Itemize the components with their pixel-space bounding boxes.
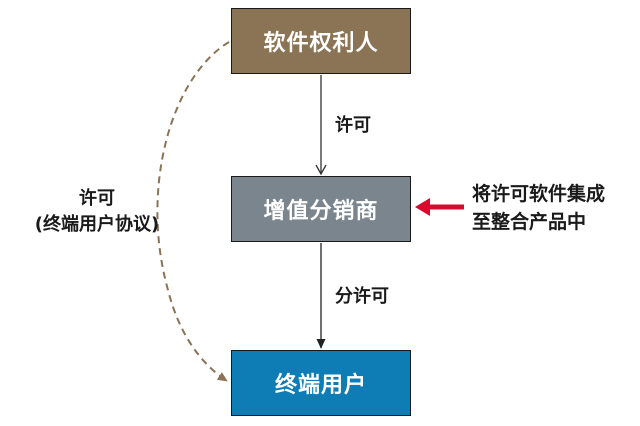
annotation-integration-line2: 至整合产品中	[472, 211, 587, 233]
node-end-user-label: 终端用户	[274, 373, 367, 398]
edge-label-license-eula: 许可 (终端用户协议)	[22, 186, 172, 238]
node-value-added-distributor: 增值分销商	[231, 176, 411, 242]
node-end-user: 终端用户	[231, 350, 411, 416]
node-software-rights-holder: 软件权利人	[231, 8, 411, 74]
node-software-rights-holder-label: 软件权利人	[263, 31, 379, 56]
edge-rights-to-end-user-dashed	[156, 41, 230, 382]
edge-label-license: 许可	[335, 115, 371, 136]
edge-label-sublicense: 分许可	[335, 286, 389, 307]
red-arrow	[415, 198, 464, 216]
edge-label-license-eula-line2: (终端用户协议)	[34, 214, 160, 235]
annotation-integration-line1: 将许可软件集成	[472, 183, 606, 205]
annotation-integration: 将许可软件集成 至整合产品中	[472, 180, 605, 236]
node-value-added-distributor-label: 增值分销商	[263, 199, 379, 224]
edge-label-license-eula-line1: 许可	[79, 188, 115, 209]
